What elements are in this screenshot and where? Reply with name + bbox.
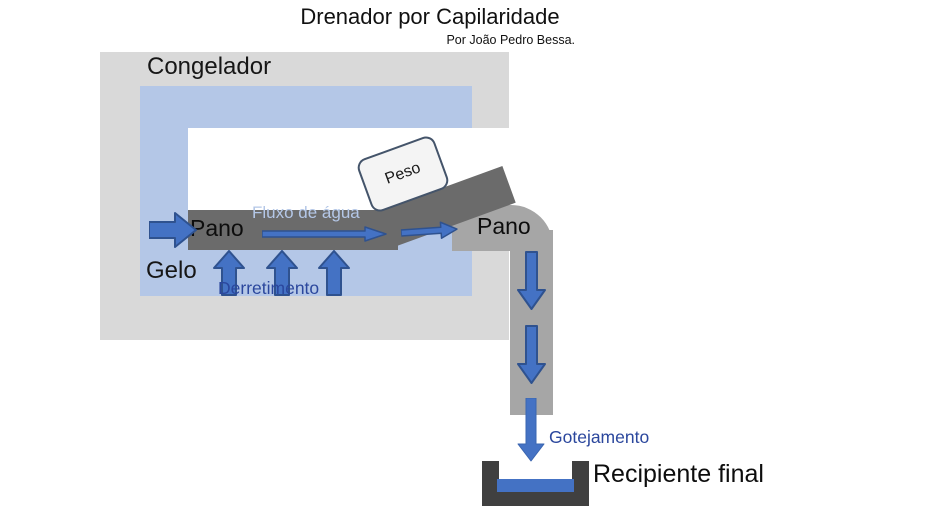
cloth-right-label: Pano	[477, 213, 531, 239]
pipe-down-arrow-icon	[517, 251, 546, 310]
cloth-left-label: Pano	[190, 215, 244, 241]
final-container-label: Recipiente final	[593, 460, 764, 488]
page-title: Drenador por Capilaridade	[300, 4, 560, 29]
melt-arrow-icon	[318, 250, 350, 296]
cloth-horizontal-bar	[188, 210, 398, 250]
water-flow-arrow-2-icon	[400, 221, 458, 239]
water-flow-label: Fluxo de água	[252, 203, 360, 222]
dripping-label: Gotejamento	[549, 427, 650, 447]
ice-label: Gelo	[146, 257, 197, 284]
melt-arrow-icon	[266, 250, 298, 296]
melt-arrow-icon	[213, 250, 245, 296]
container-water	[497, 479, 574, 493]
water-flow-arrow-icon	[262, 226, 387, 242]
weight-label: Peso	[382, 159, 423, 188]
melting-label: Derretimento	[218, 278, 320, 298]
pipe-down-arrow-icon	[517, 325, 546, 384]
drip-arrow-icon	[517, 398, 545, 462]
author-subtitle: Por João Pedro Bessa.	[446, 33, 575, 47]
entry-flow-arrow-icon	[149, 212, 197, 248]
freezer-label: Congelador	[147, 53, 272, 80]
container-bottom	[482, 492, 589, 506]
